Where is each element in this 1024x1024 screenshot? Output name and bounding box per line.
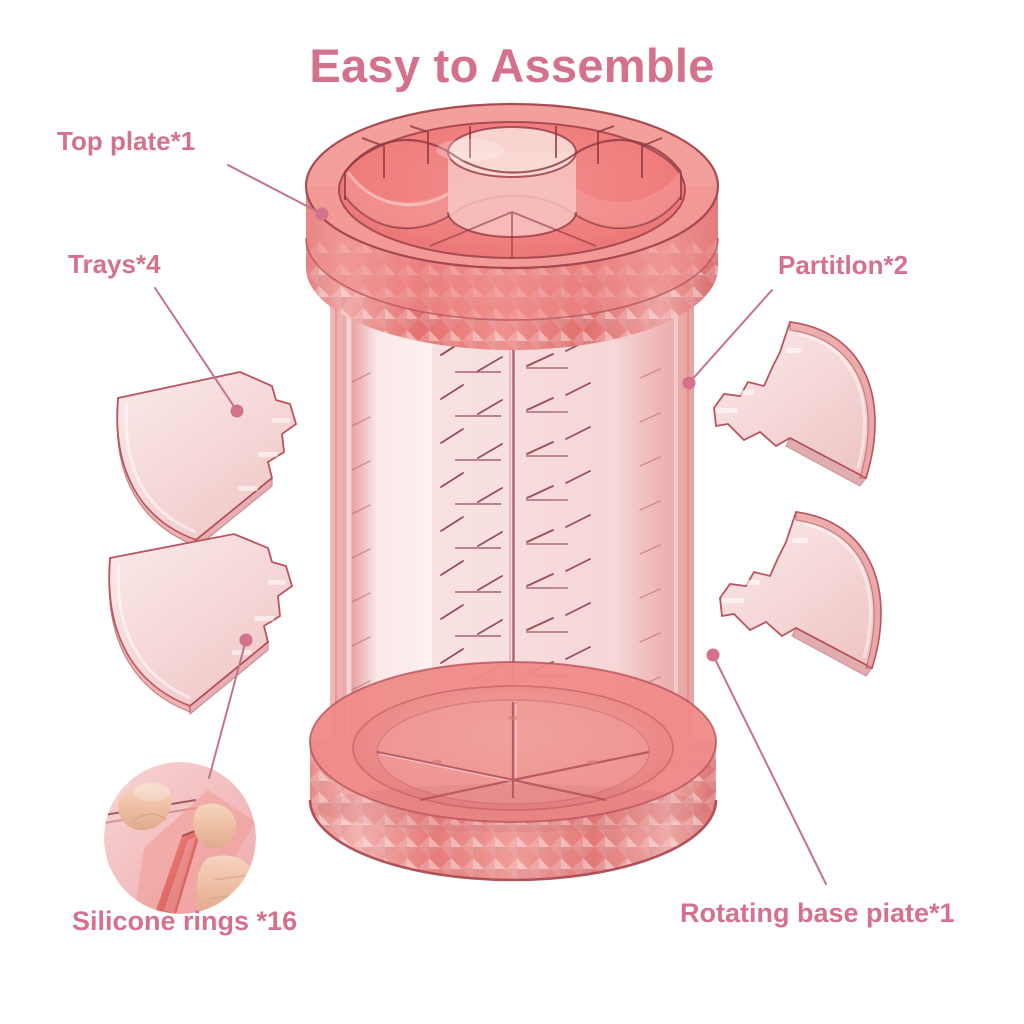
- partition-piece-2: [719, 511, 882, 677]
- callout-label-top-plate: Top plate*1: [57, 126, 196, 156]
- callout-label-partition: Partitlon*2: [778, 250, 909, 280]
- leader-dot-base-plate: [706, 648, 720, 662]
- top-plate: [304, 102, 720, 350]
- leader-dot-top-plate: [315, 207, 329, 221]
- silicone-rings-inset-photo: [104, 762, 256, 914]
- organizer-body: [330, 300, 694, 834]
- leader-line-top-plate: [227, 164, 323, 215]
- callout-label-rotating-base-plate: Rotating base piate*1: [680, 898, 955, 928]
- leader-line-silicone: [208, 639, 247, 779]
- tray-piece-1: [116, 371, 298, 550]
- internal-partitions: [351, 316, 661, 800]
- callout-label-silicone-rings: Silicone rings *16: [72, 906, 298, 936]
- leader-dot-partition: [682, 376, 696, 390]
- leader-dot-trays: [230, 404, 244, 418]
- callout-label-trays: Trays*4: [68, 249, 161, 279]
- partition-piece-1: [713, 321, 876, 487]
- leader-line-partition: [688, 289, 773, 384]
- tray-piece-2: [108, 533, 294, 716]
- rotating-base-plate: [308, 661, 718, 882]
- leader-line-trays: [154, 287, 238, 412]
- leader-line-base-plate: [712, 654, 827, 885]
- leader-dot-silicone: [239, 633, 253, 647]
- page-title: Easy to Assemble: [309, 39, 715, 92]
